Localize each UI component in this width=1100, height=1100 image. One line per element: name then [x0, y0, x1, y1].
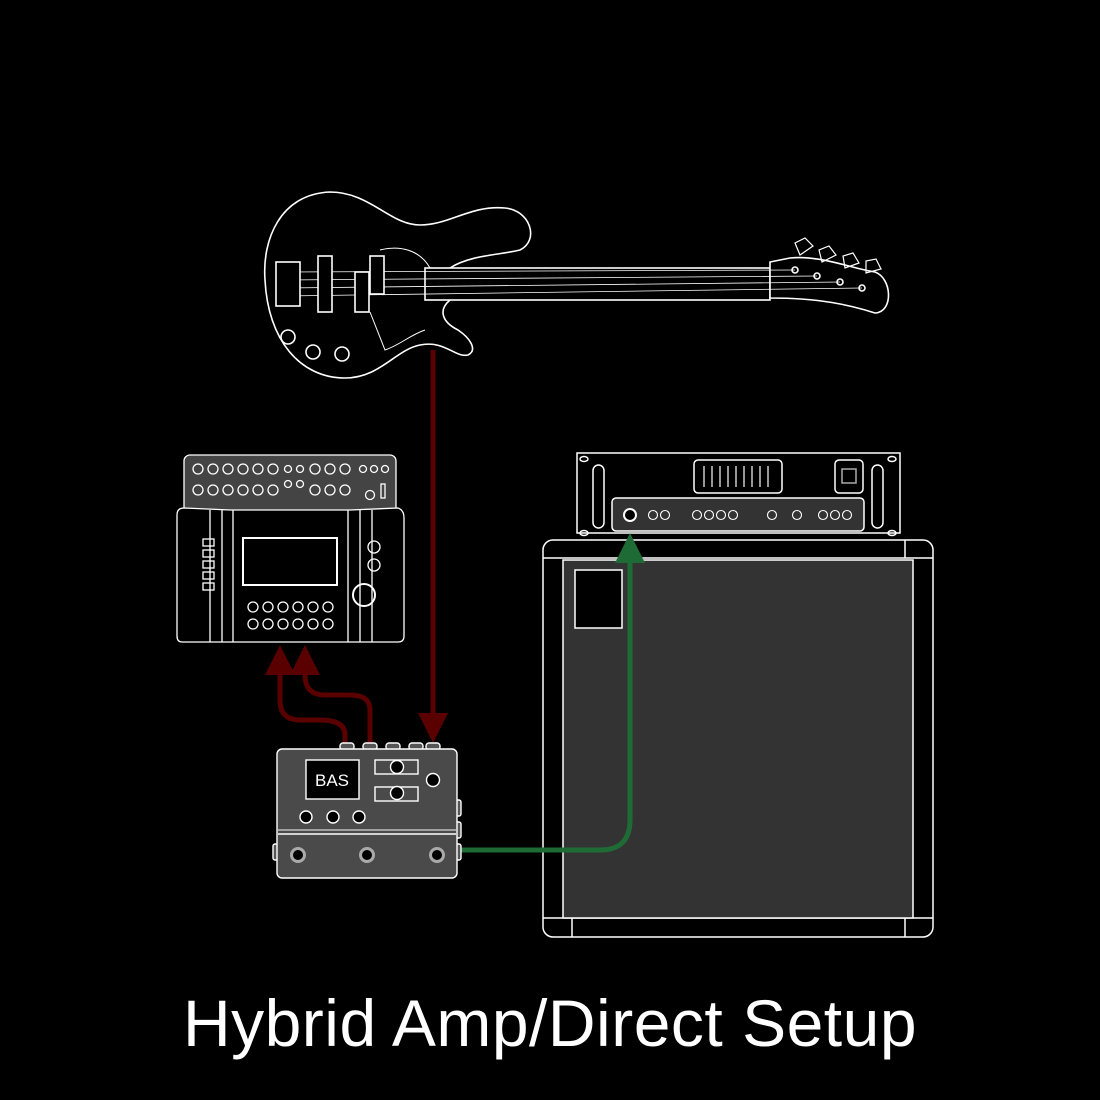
diagram-title: Hybrid Amp/Direct Setup [182, 986, 918, 1060]
multi-effects-pedal-icon [272, 742, 462, 879]
digital-mixer-icon [176, 454, 405, 643]
amp-head-icon [576, 452, 901, 537]
bass-guitar-icon [263, 191, 890, 379]
cable-pedal-to-amp [460, 533, 645, 853]
pedal-display-text: BAS [315, 771, 349, 790]
cable-pedal-to-mixer-1 [265, 645, 348, 748]
bass-cabinet-icon [542, 539, 934, 938]
cable-pedal-to-mixer-2 [290, 645, 373, 748]
